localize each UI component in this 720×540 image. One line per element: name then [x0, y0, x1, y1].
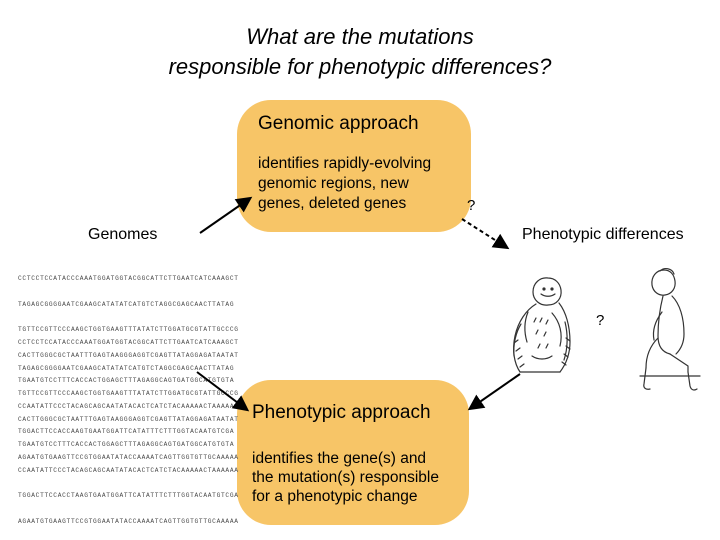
dna-line: TGAATGTCCTTTCACCACTGGAGCTTTAGAGGCAGTGATG…	[18, 441, 235, 448]
question-mark-top: ?	[467, 197, 476, 214]
arrow-phenotypes-to-phenotypic	[467, 373, 521, 411]
dna-line: CACTTGGGCGCTAATTTGAGTAAGGGAGGTCGAGTTATAG…	[18, 415, 239, 423]
dna-line: TGGACTTCCACCAAGTGAATGGATTCATATTTCTTTGGTA…	[18, 428, 235, 435]
seated-human-sketch-icon	[639, 268, 701, 391]
dna-line: AGAATGTGAAGTTCCGTGGAATATACCAAAATCAGTTGGT…	[18, 453, 239, 461]
dna-line: TGTTCCGTTCCCAAGCTGGTGAAGTTTATATCTTGGATGC…	[18, 326, 239, 333]
genomes-label: Genomes	[88, 226, 158, 243]
dna-line: AGAATGTGAAGTTCCGTGGAATATACCAAAATCAGTTGGT…	[18, 517, 239, 525]
genomic-approach-desc-line3: genes, deleted genes	[258, 195, 407, 212]
page-title-line2: responsible for phenotypic differences?	[168, 54, 552, 79]
chimpanzee-sketch-icon	[513, 277, 571, 373]
genomic-approach-title: Genomic approach	[258, 113, 419, 134]
dna-line: CACTTGGGCGCTAATTTGAGTAAGGGAGGTCGAGTTATAG…	[18, 351, 239, 359]
phenotypic-approach-desc-line1: identifies the gene(s) and	[252, 450, 427, 467]
dna-line: TGGACTTCCACCTAAGTGAATGGATTCATATTTCTTTGGT…	[18, 492, 239, 499]
arrow-genomes-to-genomic	[199, 196, 253, 234]
genomic-approach-desc-line1: identifies rapidly-evolving	[258, 155, 432, 172]
dna-line: CCAATATTCCCTACAGCAGCAATATACACTCATCTACAAA…	[18, 466, 239, 474]
question-mark-right: ?	[596, 312, 605, 329]
phenotypic-approach-box	[237, 380, 469, 525]
dna-line: CCTCCTCCATACCCAAATGGATGGTACGGCATTCTTGAAT…	[18, 339, 239, 346]
phenotypic-differences-label: Phenotypic differences	[522, 226, 684, 243]
genomic-approach-box	[237, 100, 471, 232]
dna-line: CCTCCTCCATACCCAAATGGATGGTACGGCATTCTTGAAT…	[18, 275, 239, 282]
phenotypic-approach-desc-line3: for a phenotypic change	[252, 488, 418, 505]
dna-line: CCAATATTCCCTACAGCAGCAATATACACTCATCTACAAA…	[18, 402, 239, 410]
dna-line: TAGAGCGGGGAATCGAAGCATATATCATGTCTAGGCGAGC…	[18, 364, 235, 372]
genome-sequence-2: CCTCCTCCATACCCAAATGGATGGTACGGCATTCTTGAAT…	[18, 322, 248, 535]
phenotypic-approach-title: Phenotypic approach	[252, 402, 431, 423]
genomic-approach-desc-line2: genomic regions, new	[258, 175, 409, 192]
genome-sequence-1: CCTCCTCCATACCCAAATGGATGGTACGGCATTCTTGAAT…	[18, 258, 248, 471]
dna-line: TAGAGCGGGGAATCGAAGCATATATCATGTCTAGGCGAGC…	[18, 300, 235, 308]
dna-line: TGAATGTCCTTTCACCACTGGAGCTTTAGAGGCAGTGATG…	[18, 377, 235, 384]
page-title-line1: What are the mutations	[246, 24, 474, 49]
dna-line: TGTTCCGTTCCCAAGCTGGTGAAGTTTATATCTTGGATGC…	[18, 390, 239, 397]
arrow-genomes-to-phenotypic	[196, 371, 250, 412]
phenotypic-approach-desc-line2: the mutation(s) responsible	[252, 469, 439, 486]
arrow-genomic-to-phenotypes	[461, 218, 510, 250]
